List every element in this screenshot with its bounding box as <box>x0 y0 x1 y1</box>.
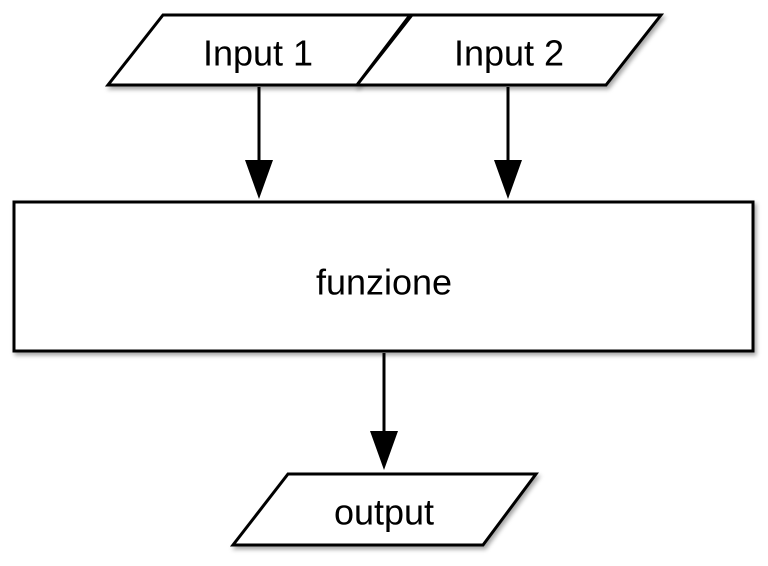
edge-output-arrowhead <box>370 431 398 470</box>
function-label: funzione <box>316 262 452 303</box>
edge-input-1-arrowhead <box>245 160 273 199</box>
edge-input-2-to-funzione <box>494 87 522 199</box>
input-2-node: Input 2 <box>353 13 665 87</box>
input-2-shape <box>353 13 665 87</box>
input-1-label: Input 1 <box>203 33 313 74</box>
function-shape <box>12 200 755 353</box>
edge-funzione-to-output <box>370 353 398 470</box>
edge-input-1-to-funzione <box>245 87 273 199</box>
input-2-label: Input 2 <box>454 33 564 74</box>
output-shape <box>229 472 539 547</box>
output-node: output <box>229 472 539 547</box>
edge-input-2-arrowhead <box>494 160 522 199</box>
function-node: funzione <box>12 200 755 353</box>
output-label: output <box>334 492 434 533</box>
